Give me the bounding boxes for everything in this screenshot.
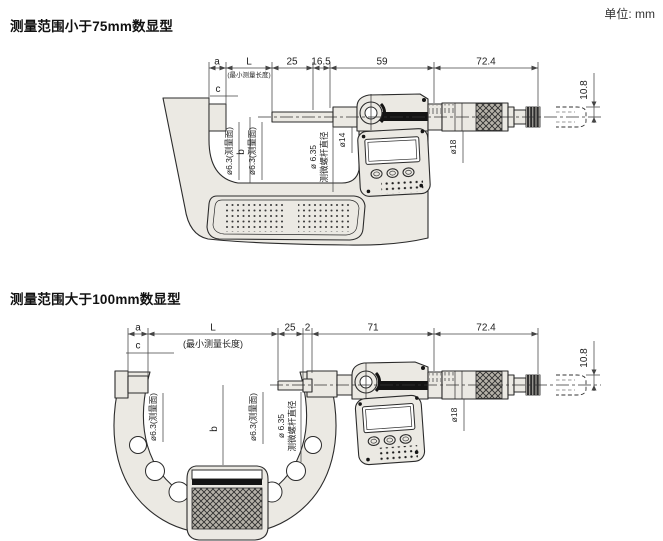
dim-10-8-label: 10.8 (579, 80, 590, 100)
lock-clamp-housing (356, 93, 429, 132)
min-length-note: (最小测量长度) (227, 70, 270, 79)
black-stripe (378, 381, 428, 390)
spindle-dia-label: ø 6.35 (276, 414, 286, 438)
unit-label: 单位: mm (604, 7, 655, 21)
frame-hole (286, 461, 306, 481)
dim-25-label: 25 (286, 57, 298, 68)
grip-dot-texture (298, 204, 352, 232)
dim-16-5-label: 16.5 (311, 57, 331, 68)
drawing-large-range: a L (最小测量长度) 25 2 71 72.4 c ø6.3(测量面) b … (113, 323, 601, 541)
spindle-face-dia-label: ø6.3(测量面) (247, 127, 257, 175)
lcd-screen (364, 136, 421, 165)
grip-hatch-texture (192, 488, 262, 529)
dim-l-label: L (210, 323, 216, 334)
dim-a-label: a (135, 323, 141, 334)
anvil (127, 375, 149, 394)
speaker-grille (380, 178, 424, 194)
display-button (399, 434, 412, 444)
dim-59-label: 59 (376, 57, 388, 68)
display-button (383, 435, 396, 445)
spindle-dia-note: 测微螺杆直径 (287, 400, 297, 452)
phantom-outline (556, 106, 587, 128)
black-stripe (378, 112, 428, 121)
grip-dot-texture (226, 204, 286, 232)
anvil-face-dia-label: ø6.3(测量面) (224, 127, 234, 175)
screw-dot (421, 366, 425, 370)
frame-hole (304, 436, 322, 454)
frame-hole (129, 436, 147, 454)
display-button (370, 169, 383, 179)
frame-hole (145, 461, 165, 481)
digital-display-unit (354, 394, 426, 466)
drawing-small-range: a L (最小测量长度) 25 16.5 59 72.4 c ø6.3(测量面)… (162, 57, 601, 246)
spindle-dia-label: ø 6.35 (308, 145, 318, 169)
spindle-collar (302, 378, 313, 393)
dim-72-4-label: 72.4 (476, 57, 496, 68)
spindle-face-dia-label: ø6.3(测量面) (248, 393, 258, 441)
lock-clamp-housing (351, 361, 429, 400)
display-button (367, 436, 380, 447)
display-button (402, 167, 415, 178)
dim-c-label: c (216, 84, 221, 95)
dim-b-label: b (209, 426, 220, 432)
dim-10-8-label: 10.8 (579, 348, 590, 368)
dimension-annotations: a L (最小测量长度) 25 2 71 72.4 c ø6.3(测量面) b … (126, 323, 600, 465)
anvil-face-dia-label: ø6.3(测量面) (148, 393, 158, 441)
spindle-dia-note: 测微螺杆直径 (319, 131, 329, 183)
lcd-screen (361, 402, 416, 434)
frame-hole (168, 481, 190, 503)
digital-display-unit (357, 128, 431, 197)
section-title-large-range: 测量范围大于100mm数显型 (10, 292, 181, 307)
dim-a-label: a (214, 57, 220, 68)
dimension-annotations: a L (最小测量长度) 25 16.5 59 72.4 c ø6.3(测量面)… (208, 57, 600, 192)
dim-c-label: c (136, 341, 141, 352)
dim-b-label: b (236, 149, 247, 155)
anvil-holder (114, 370, 129, 399)
thimble-dia-label: ø18 (448, 139, 458, 154)
section-title-small-range: 测量范围小于75mm数显型 (10, 19, 174, 34)
display-button (386, 168, 399, 178)
screw-dot (422, 98, 426, 102)
dim-l-label: L (246, 57, 252, 68)
thimble-dia-label: ø18 (449, 407, 459, 422)
dim-25-label: 25 (284, 323, 296, 334)
min-length-note: (最小测量长度) (183, 338, 243, 349)
dim-71-label: 71 (367, 323, 379, 334)
neck-dia-label: ø14 (337, 132, 347, 147)
dim-2-label: 2 (305, 323, 311, 334)
speaker-grille (377, 445, 419, 461)
dim-72-4-label: 72.4 (476, 323, 496, 334)
phantom-outline (556, 374, 587, 396)
